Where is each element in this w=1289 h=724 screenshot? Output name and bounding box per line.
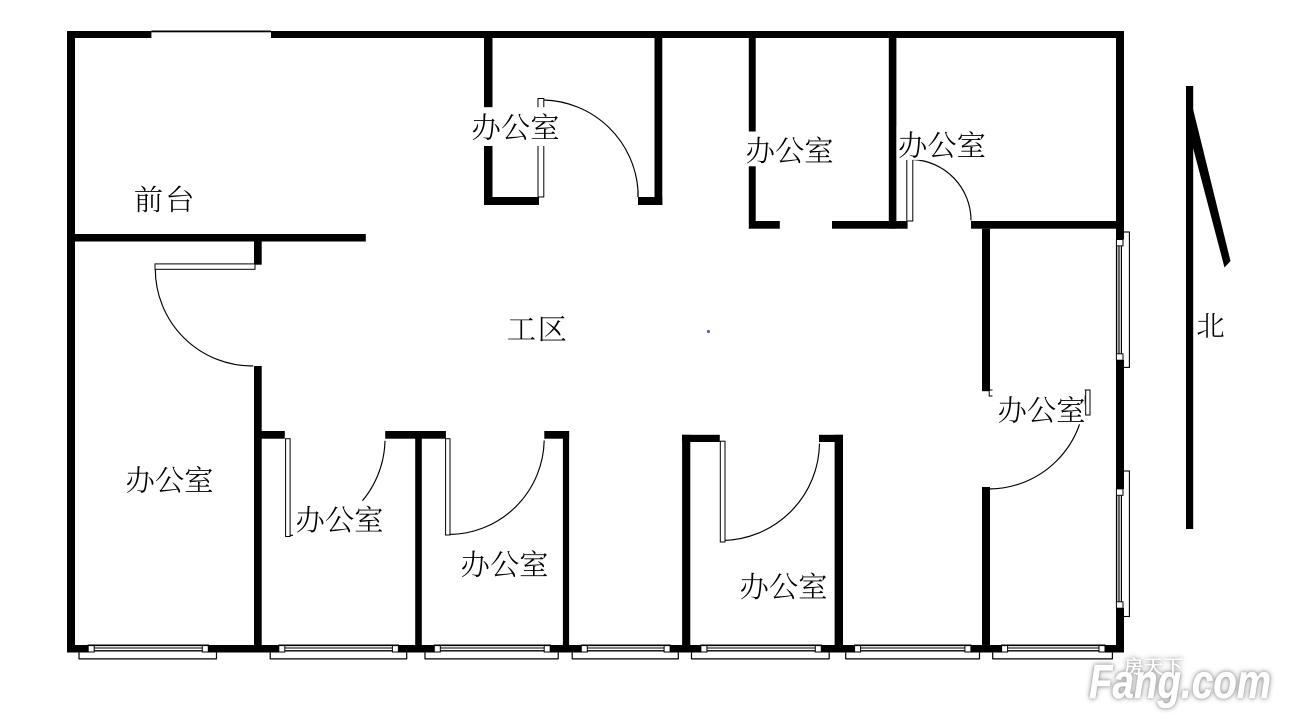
svg-text:Fang.com: Fang.com [1089,656,1271,709]
svg-text:Fang.com: Fang.com [1089,656,1271,709]
svg-text:Fang.com: Fang.com [1089,656,1271,709]
